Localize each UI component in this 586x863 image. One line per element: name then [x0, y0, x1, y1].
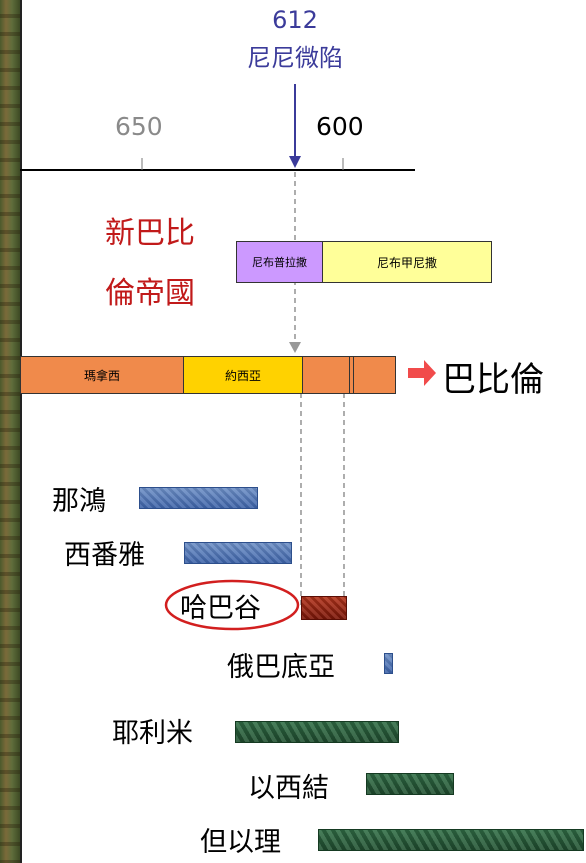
later-king-segment-2: [350, 357, 354, 393]
prophet-habakkuk-bar: [301, 596, 347, 620]
prophet-obadiah-label: 俄巴底亞: [227, 652, 335, 683]
prophet-obadiah-bar: [384, 653, 393, 674]
king-nebuchadnezzar: 尼布甲尼撒: [323, 242, 491, 282]
empire-kings-bar: 尼布普拉撒 尼布甲尼撒: [236, 241, 492, 283]
prophet-ezekiel-label: 以西結: [248, 773, 329, 804]
later-king-segment-1: [303, 357, 350, 393]
prophet-zephaniah-bar: [184, 542, 292, 564]
event-name: 尼尼微陷: [247, 44, 343, 72]
axis-tick-600: 600: [316, 112, 364, 141]
prophet-habakkuk-label: 哈巴谷: [180, 593, 261, 624]
prophet-daniel-label: 但以理: [200, 827, 281, 858]
prophet-jeremiah-label: 耶利米: [112, 718, 193, 749]
exile-label: 巴比倫: [442, 360, 544, 400]
highlight-ellipse: [164, 579, 300, 631]
decorative-side-strip: [0, 0, 22, 863]
prophet-zephaniah-label: 西番雅: [64, 540, 145, 571]
empire-label-line2: 倫帝國: [105, 276, 195, 311]
later-king-segment-3: [354, 357, 395, 393]
king-manasseh: 瑪拿西: [21, 357, 184, 393]
axis-tick-650: 650: [115, 112, 163, 141]
event-arrow-head: [289, 156, 301, 168]
king-josiah: 約西亞: [184, 357, 303, 393]
empire-label-line1: 新巴比: [105, 216, 195, 251]
prophet-nahum-bar: [139, 487, 258, 509]
exile-arrow-icon: [408, 360, 436, 386]
prophet-nahum-label: 那鴻: [52, 486, 106, 517]
dashed-connector-1-arrowhead: [289, 342, 301, 353]
prophet-jeremiah-bar: [235, 721, 399, 743]
judah-kings-bar: 瑪拿西 約西亞: [20, 356, 396, 394]
event-year: 612: [272, 6, 318, 34]
prophet-ezekiel-bar: [366, 773, 454, 795]
king-nabopolassar: 尼布普拉撒: [237, 242, 323, 282]
prophet-daniel-bar: [318, 829, 584, 851]
